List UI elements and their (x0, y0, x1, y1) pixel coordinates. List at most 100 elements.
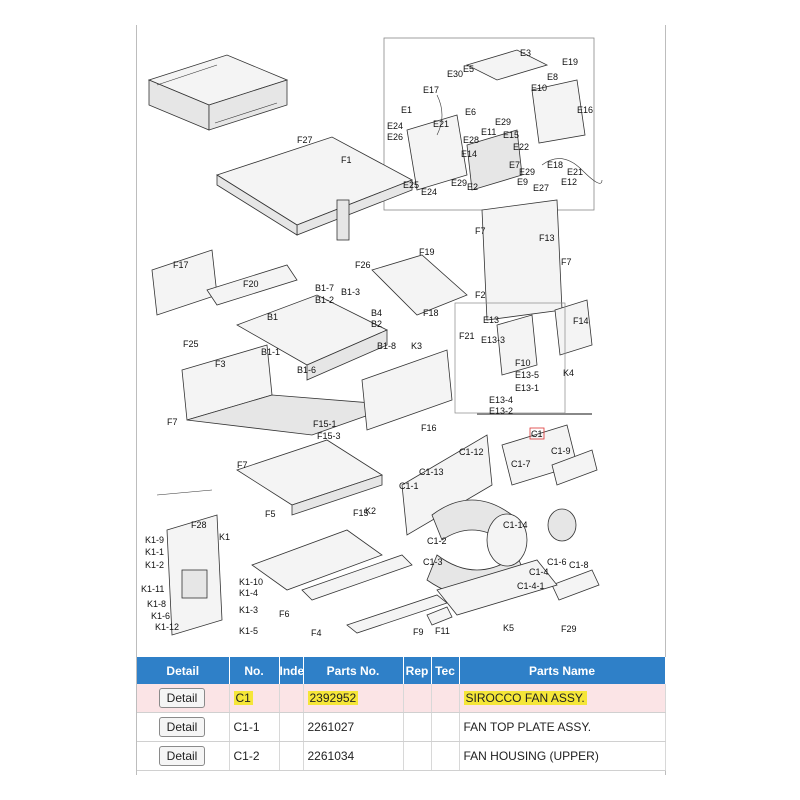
col-header-index[interactable]: Inde (279, 657, 304, 684)
label-F15: F15 (353, 508, 369, 518)
filter-f15-side (291, 474, 383, 516)
label-E1: E1 (401, 105, 412, 115)
tec-cell (431, 741, 460, 771)
label-B1-6: B1-6 (297, 365, 316, 375)
panel-k5 (436, 559, 558, 616)
label-K1-11: K1-11 (141, 584, 164, 594)
label-E13-3: E13-3 (481, 335, 505, 345)
label-F25: F25 (183, 339, 199, 349)
c1-group-line (477, 413, 592, 415)
parts-name-cell: FAN HOUSING (UPPER) (459, 741, 666, 771)
col-header-rep[interactable]: Rep (403, 657, 432, 684)
label-K1-6: K1-6 (151, 611, 170, 621)
label-E29-bottom: E29 (451, 178, 467, 188)
label-F7-right: F7 (561, 257, 572, 267)
part-number-cell: C1-2 (229, 741, 280, 771)
label-E28: E28 (463, 135, 479, 145)
label-F2: F2 (475, 290, 486, 300)
col-header-parts-name[interactable]: Parts Name (459, 657, 666, 684)
label-C1-4: C1-4 (529, 567, 549, 577)
label-C1-1: C1-1 (399, 481, 419, 491)
col-header-no[interactable]: No. (229, 657, 280, 684)
label-E22: E22 (513, 142, 529, 152)
cover-f14 (554, 299, 593, 356)
label-F29: F29 (561, 624, 577, 634)
label-K1-5: K1-5 (239, 626, 258, 636)
c1-highlight-box (529, 427, 545, 440)
parts-no-cell: 2392952 (307, 691, 359, 705)
parts-no-cell: 2261034 (303, 741, 404, 771)
panel-f19 (371, 254, 468, 316)
label-E12: E12 (561, 177, 577, 187)
detail-button[interactable]: Detail (159, 717, 205, 737)
label-E16: E16 (577, 105, 593, 115)
label-E30: E30 (447, 69, 463, 79)
detail-button[interactable]: Detail (159, 688, 205, 708)
unit-overview-drawing (147, 54, 289, 131)
label-E21-right: E21 (567, 167, 583, 177)
label-E9: E9 (517, 177, 528, 187)
label-B1-3: B1-3 (341, 287, 360, 297)
label-F15-1: F15-1 (313, 419, 337, 429)
label-C1: C1 (531, 429, 543, 439)
label-K1: K1 (219, 532, 230, 542)
index-cell (279, 741, 304, 771)
label-E24-top: E24 (387, 121, 403, 131)
rep-cell (403, 741, 432, 771)
label-F10: F10 (515, 358, 531, 368)
col-header-parts-no[interactable]: Parts No. (303, 657, 404, 684)
label-F27: F27 (297, 135, 313, 145)
label-E2: E2 (467, 182, 478, 192)
label-C1-13: C1-13 (419, 467, 444, 477)
part-number-cell: C1 (233, 691, 253, 705)
label-B4: B4 (371, 308, 382, 318)
label-E7: E7 (509, 160, 520, 170)
label-E8: E8 (547, 72, 558, 82)
label-B1: B1 (267, 312, 278, 322)
col-header-detail[interactable]: Detail (137, 657, 230, 684)
col-header-tec[interactable]: Tec (431, 657, 460, 684)
label-F18: F18 (423, 308, 439, 318)
label-K1-9: K1-9 (145, 535, 164, 545)
table-row[interactable]: Detail C1-2 2261034 FAN HOUSING (UPPER) (137, 741, 666, 771)
label-F7-top: F7 (475, 226, 486, 236)
label-E14: E14 (461, 149, 477, 159)
fan-top-plate-c1-1 (401, 434, 493, 536)
label-F13: F13 (539, 233, 555, 243)
table-row[interactable]: Detail C1-1 2261027 FAN TOP PLATE ASSY. (137, 712, 666, 742)
label-F7-bottom: F7 (237, 460, 248, 470)
label-K1-2: K1-2 (145, 560, 164, 570)
label-E13-4: E13-4 (489, 395, 513, 405)
remote-screen (181, 569, 208, 599)
label-E27: E27 (533, 183, 549, 193)
label-C1-2: C1-2 (427, 536, 447, 546)
parts-no-cell: 2261027 (303, 712, 404, 742)
rail-f6 (301, 554, 413, 601)
label-K4: K4 (563, 368, 574, 378)
part-f11 (426, 606, 453, 626)
label-E29-top: E29 (495, 117, 511, 127)
index-cell (279, 684, 304, 713)
filter-f15 (236, 439, 383, 506)
parts-table: Detail No. Inde Parts No. Rep Tec Parts … (137, 657, 666, 771)
table-row[interactable]: Detail C1 2392952 SIROCCO FAN ASSY. (137, 684, 666, 713)
label-E21-top: E21 (433, 119, 449, 129)
label-E13-2: E13-2 (489, 406, 513, 416)
label-F7-left: F7 (167, 417, 178, 427)
label-K1-12: K1-12 (155, 622, 179, 632)
label-K1-1: K1-1 (145, 547, 164, 557)
label-C1-9: C1-9 (551, 446, 571, 456)
label-C1-4-1: C1-4-1 (517, 581, 545, 591)
label-E17: E17 (423, 85, 439, 95)
label-B1-8: B1-8 (377, 341, 396, 351)
label-F20: F20 (243, 279, 259, 289)
label-F28: F28 (191, 520, 207, 530)
tec-cell (431, 684, 460, 713)
panel-f5 (251, 529, 383, 591)
label-F15-3: F15-3 (317, 431, 341, 441)
label-E24-bottom: E24 (421, 187, 437, 197)
label-C1-14: C1-14 (503, 520, 528, 530)
screws-f28 (156, 489, 213, 496)
label-E19: E19 (562, 57, 578, 67)
detail-button[interactable]: Detail (159, 746, 205, 766)
